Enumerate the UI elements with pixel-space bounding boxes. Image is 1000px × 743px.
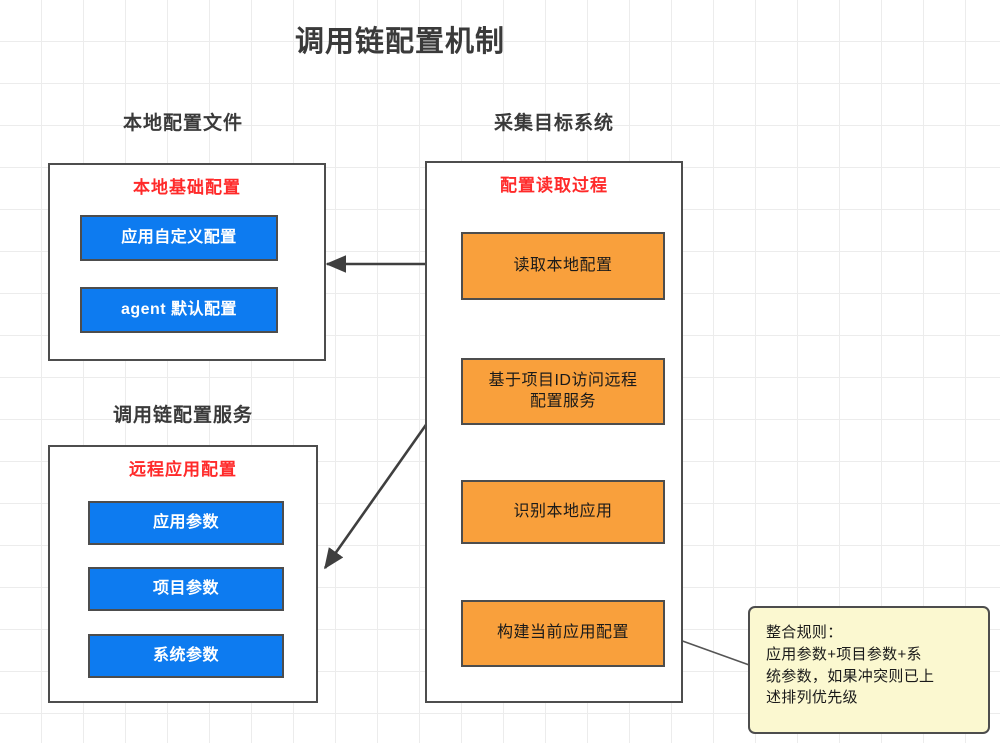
group-title-target-system: 采集目标系统 bbox=[493, 113, 614, 134]
group-title-local-config: 本地配置文件 bbox=[122, 113, 243, 134]
group-title-config-service: 调用链配置服务 bbox=[112, 405, 253, 426]
container-local-config: 本地基础配置 应用自定义配置 agent 默认配置 bbox=[48, 163, 326, 361]
node-app-params[interactable]: 应用参数 bbox=[88, 501, 284, 545]
container-target-system: 配置读取过程 读取本地配置 基于项目ID访问远程 配置服务 识别本地应用 构建当… bbox=[425, 161, 683, 703]
node-app-custom-config[interactable]: 应用自定义配置 bbox=[80, 215, 278, 261]
node-project-params[interactable]: 项目参数 bbox=[88, 567, 284, 611]
node-build-current-app-config[interactable]: 构建当前应用配置 bbox=[461, 600, 665, 667]
node-read-local-config[interactable]: 读取本地配置 bbox=[461, 232, 665, 300]
node-access-remote-config-service[interactable]: 基于项目ID访问远程 配置服务 bbox=[461, 358, 665, 425]
node-system-params[interactable]: 系统参数 bbox=[88, 634, 284, 678]
node-identify-local-app[interactable]: 识别本地应用 bbox=[461, 480, 665, 544]
container-config-service: 远程应用配置 应用参数 项目参数 系统参数 bbox=[48, 445, 318, 703]
page-title: 调用链配置机制 bbox=[294, 26, 505, 58]
note-merge-rules: 整合规则： 应用参数+项目参数+系 统参数，如果冲突则已上 述排列优先级 bbox=[748, 606, 990, 734]
container-label-local-config: 本地基础配置 bbox=[133, 178, 241, 197]
container-label-target-system: 配置读取过程 bbox=[500, 176, 608, 195]
node-agent-default-config[interactable]: agent 默认配置 bbox=[80, 287, 278, 333]
container-label-config-service: 远程应用配置 bbox=[129, 460, 237, 479]
